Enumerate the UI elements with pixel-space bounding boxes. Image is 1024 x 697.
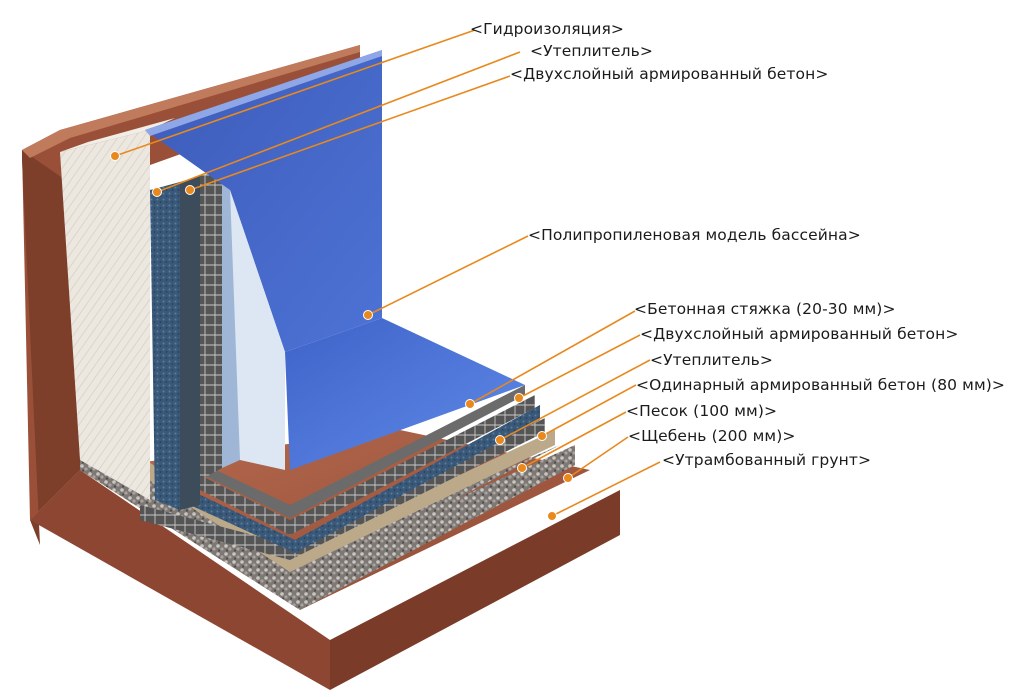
wall-layers	[60, 118, 240, 510]
marker-floor-insulation	[495, 435, 505, 445]
marker-wall-double-concrete	[185, 185, 195, 195]
label-compacted-soil: <Утрамбованный грунт>	[662, 451, 872, 469]
marker-gravel	[563, 473, 573, 483]
marker-compacted-soil	[547, 511, 557, 521]
label-pool-model: <Полипропиленовая модель бассейна>	[528, 226, 861, 244]
marker-pool-model	[363, 310, 373, 320]
label-wall-waterproofing: <Гидроизоляция>	[470, 20, 625, 38]
label-wall-insulation: <Утеплитель>	[530, 42, 653, 60]
label-floor-insulation: <Утеплитель>	[650, 351, 773, 369]
marker-dots	[110, 151, 573, 521]
label-screed: <Бетонная стяжка (20-30 мм)>	[634, 300, 896, 318]
label-gravel: <Щебень (200 мм)>	[628, 427, 796, 445]
label-sand: <Песок (100 мм)>	[626, 402, 778, 420]
label-wall-double-concrete: <Двухслойный армированный бетон>	[510, 65, 829, 83]
marker-single-concrete	[537, 431, 547, 441]
marker-wall-insulation	[152, 187, 162, 197]
marker-sand	[517, 463, 527, 473]
label-single-concrete: <Одинарный армированный бетон (80 мм)>	[636, 376, 1005, 394]
marker-screed	[465, 399, 475, 409]
label-floor-double-concrete: <Двухслойный армированный бетон>	[640, 325, 959, 343]
marker-wall-waterproofing	[110, 151, 120, 161]
leader-lines	[114, 29, 661, 517]
marker-floor-double-concrete	[514, 393, 524, 403]
